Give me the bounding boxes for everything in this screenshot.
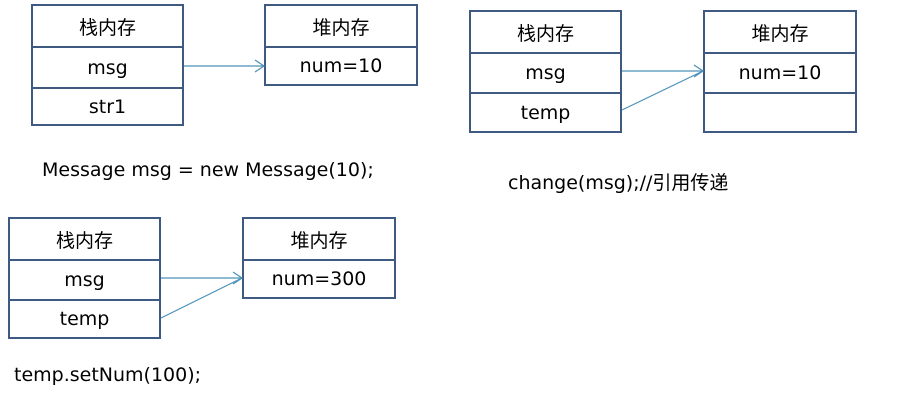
- heap-memory-box-2: 堆内存 num=10: [703, 10, 857, 133]
- arrow-temp-to-heap-3: [160, 277, 243, 319]
- heap-memory-box-1: 堆内存 num=10: [264, 4, 418, 86]
- heap-title-2: 堆内存: [751, 22, 809, 45]
- heap-memory-box-3: 堆内存 num=300: [242, 217, 396, 299]
- stack-title-1: 栈内存: [78, 16, 136, 39]
- arrowhead-3: [232, 271, 244, 285]
- code-caption-3: temp.setNum(100);: [14, 364, 202, 386]
- heap-title-1: 堆内存: [312, 16, 370, 39]
- code-caption-1: Message msg = new Message(10);: [42, 159, 374, 181]
- stack-cell-msg-1: msg: [33, 46, 182, 87]
- heap-cell-num-1: num=10: [266, 46, 416, 84]
- stack-cell-str1-1: str1: [33, 87, 182, 124]
- stack-cell-temp-2: temp: [471, 92, 620, 131]
- stack-memory-box-1: 栈内存 msg str1: [31, 4, 184, 126]
- stack-cell-temp-3: temp: [10, 299, 159, 337]
- heap-cell-empty-2: [705, 92, 855, 131]
- stack-title-2: 栈内存: [516, 22, 574, 45]
- arrowhead-1: [254, 59, 266, 73]
- stack-memory-box-2: 栈内存 msg temp: [469, 10, 622, 133]
- stack-cell-msg-3: msg: [10, 259, 159, 299]
- code-caption-2: change(msg);//引用传递: [508, 172, 729, 194]
- heap-cell-num-2: num=10: [705, 52, 855, 92]
- stack-title-3: 栈内存: [55, 229, 113, 252]
- arrowhead-2: [693, 64, 705, 78]
- heap-title-3: 堆内存: [290, 229, 348, 252]
- heap-cell-num-3: num=300: [244, 259, 394, 297]
- arrow-temp-to-heap-2: [621, 70, 704, 111]
- stack-cell-msg-2: msg: [471, 52, 620, 92]
- stack-memory-box-3: 栈内存 msg temp: [8, 217, 161, 339]
